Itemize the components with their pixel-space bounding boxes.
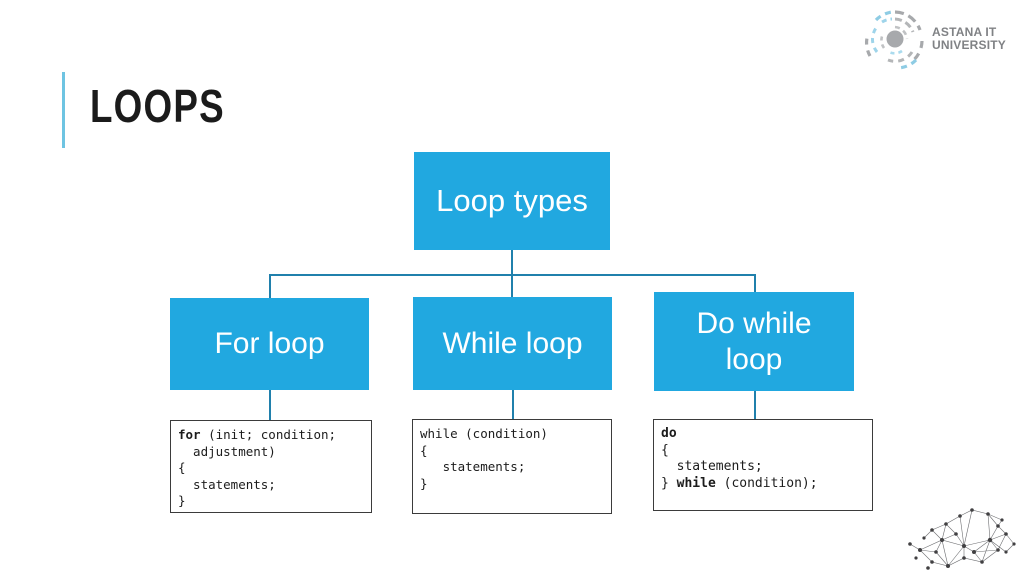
code-body-dowhile-2: (condition); — [715, 475, 818, 491]
astana-it-university-circular-logo-icon — [862, 8, 928, 70]
diagram-node-do-while-loop[interactable]: Do while loop — [654, 292, 854, 391]
brand-logo: ASTANA IT UNIVERSITY — [862, 8, 1018, 70]
code-snippet-for-loop: for (init; condition; adjustment) { stat… — [170, 420, 372, 513]
connector-drop-for — [269, 274, 271, 298]
connector-horizontal-bus — [269, 274, 756, 276]
diagram-node-loop-types-label: Loop types — [436, 182, 588, 218]
code-keyword-for: for — [178, 427, 201, 442]
connector-dowhile-to-code — [754, 391, 756, 419]
title-accent-bar — [62, 72, 65, 148]
code-keyword-while: while — [676, 475, 716, 491]
code-snippet-while-loop: while (condition) { statements; } — [412, 419, 612, 514]
diagram-node-do-while-loop-label: Do while loop — [696, 307, 812, 376]
page-title: LOOPS — [90, 80, 225, 132]
diagram-node-for-loop-label: For loop — [214, 327, 325, 361]
diagram-node-loop-types[interactable]: Loop types — [414, 152, 610, 250]
connector-while-to-code — [512, 390, 514, 419]
connector-drop-dowhile — [754, 274, 756, 298]
code-keyword-do: do — [661, 426, 677, 441]
code-body-for: (init; condition; adjustment) { statemen… — [178, 427, 337, 508]
brand-wordmark: ASTANA IT UNIVERSITY — [932, 26, 1022, 52]
diagram-node-while-loop[interactable]: While loop — [413, 297, 612, 390]
code-body-while: while (condition) { statements; } — [420, 426, 548, 491]
brand-line-2: UNIVERSITY — [932, 38, 1007, 52]
brand-line-1: ASTANA IT — [932, 25, 997, 39]
code-body-dowhile-1: { statements; } — [661, 442, 763, 491]
network-nodes-graph-icon — [902, 500, 1022, 574]
diagram-node-for-loop[interactable]: For loop — [170, 298, 369, 390]
connector-for-to-code — [269, 390, 271, 420]
diagram-node-while-loop-label: While loop — [442, 326, 583, 360]
code-snippet-do-while-loop: do { statements; } while (condition); — [653, 419, 873, 511]
